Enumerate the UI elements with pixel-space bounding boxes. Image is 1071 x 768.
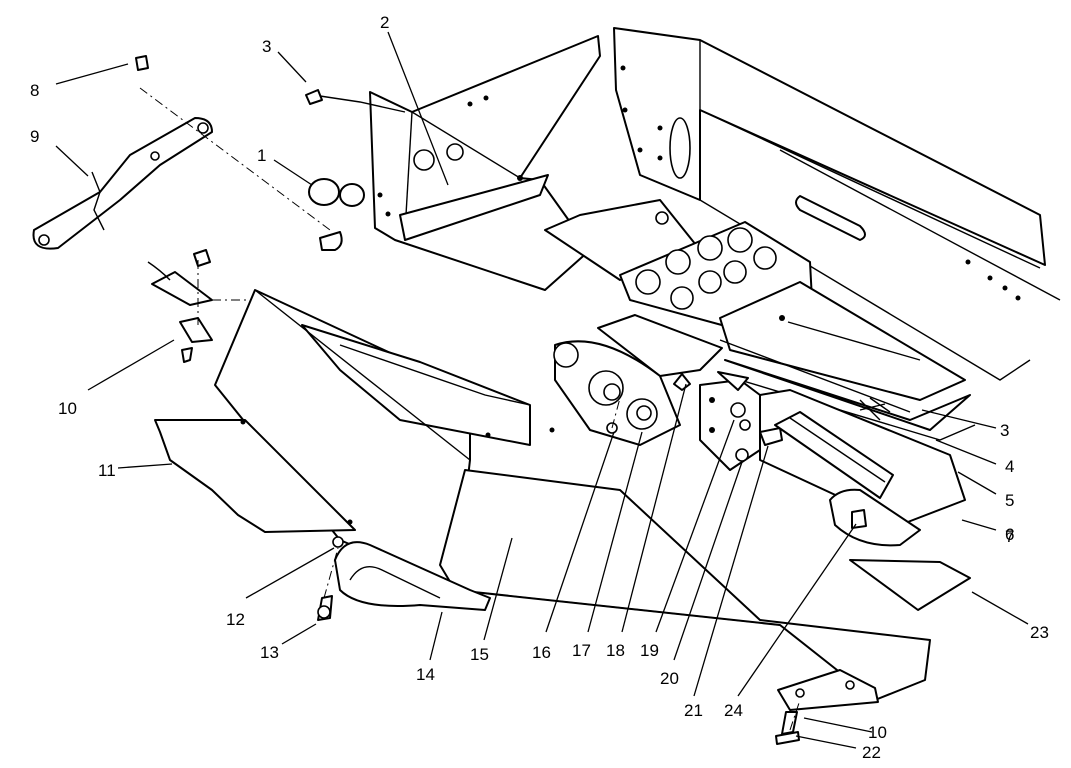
callout-8: 8 <box>30 81 39 100</box>
callout-7: 7 <box>1005 527 1014 546</box>
callout-17: 17 <box>572 641 591 660</box>
callout-labels: 1 2 3 3 4 5 6 7 8 9 10 10 11 12 13 14 15… <box>30 13 1049 762</box>
callout-3: 3 <box>262 37 271 56</box>
callout-14: 14 <box>416 665 435 684</box>
callout-22: 22 <box>862 743 881 762</box>
callout-19: 19 <box>640 641 659 660</box>
callout-6: 6 <box>1005 525 1014 544</box>
callout-4: 4 <box>1005 457 1014 476</box>
callout-23: 23 <box>1030 623 1049 642</box>
callout-18: 18 <box>606 641 625 660</box>
plate-23 <box>829 488 971 611</box>
decal-4 <box>719 281 966 401</box>
callout-10: 10 <box>58 399 77 418</box>
callout-21: 21 <box>684 701 703 720</box>
main-frame-rail <box>613 27 1061 381</box>
bar-9 <box>32 117 213 250</box>
leader-lines <box>55 31 1029 749</box>
callout-16: 16 <box>532 643 551 662</box>
callout-3: 3 <box>1000 421 1009 440</box>
callout-9: 9 <box>30 127 39 146</box>
lower-rail <box>334 469 931 701</box>
callout-2: 2 <box>380 13 389 32</box>
callout-13: 13 <box>260 643 279 662</box>
callout-20: 20 <box>660 669 679 688</box>
gasket-5 <box>724 359 971 431</box>
callout-15: 15 <box>470 645 489 664</box>
callout-1: 1 <box>257 146 266 165</box>
centerlines <box>139 87 801 731</box>
pivot-bracket-18 <box>553 314 723 446</box>
plate-11 <box>154 419 356 533</box>
bracket-10-lower <box>775 669 879 745</box>
callout-11: 11 <box>98 461 116 480</box>
callout-5: 5 <box>1005 491 1014 510</box>
callout-24: 24 <box>724 701 743 720</box>
upper-bracket <box>369 35 601 291</box>
callout-12: 12 <box>226 610 245 629</box>
angle-strip <box>774 411 894 529</box>
bracket-19-20 <box>699 371 783 471</box>
callout-10: 10 <box>868 723 887 742</box>
